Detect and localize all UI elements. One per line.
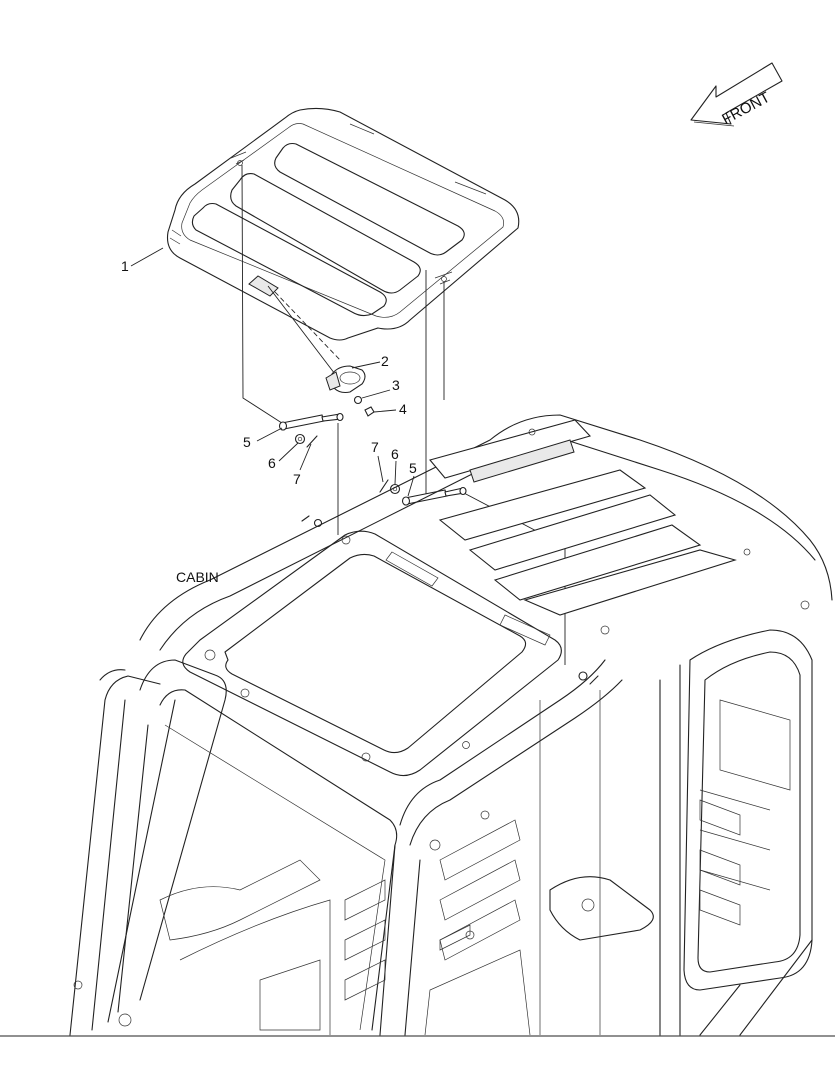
callout-2: 2 [381, 353, 389, 369]
callout-3: 3 [392, 377, 400, 393]
callout-5-right: 5 [409, 460, 417, 476]
cabin-structure [0, 414, 835, 1037]
cabin-label: CABIN [176, 569, 219, 585]
gas-strut-left [278, 412, 344, 448]
callout-1: 1 [121, 258, 129, 274]
callout-6-left: 6 [268, 455, 276, 471]
front-label: FRONT [719, 89, 773, 128]
callout-6-right: 6 [391, 446, 399, 462]
callouts: 1 2 3 4 5 6 7 7 6 5 CABIN [121, 247, 417, 585]
latch-handle [325, 365, 375, 417]
callout-7-right: 7 [371, 439, 379, 455]
callout-7-left: 7 [293, 471, 301, 487]
roof-hatch-panel [166, 107, 520, 341]
front-arrow-icon: FRONT [690, 62, 783, 128]
callout-4: 4 [399, 401, 407, 417]
callout-5-left: 5 [243, 434, 251, 450]
